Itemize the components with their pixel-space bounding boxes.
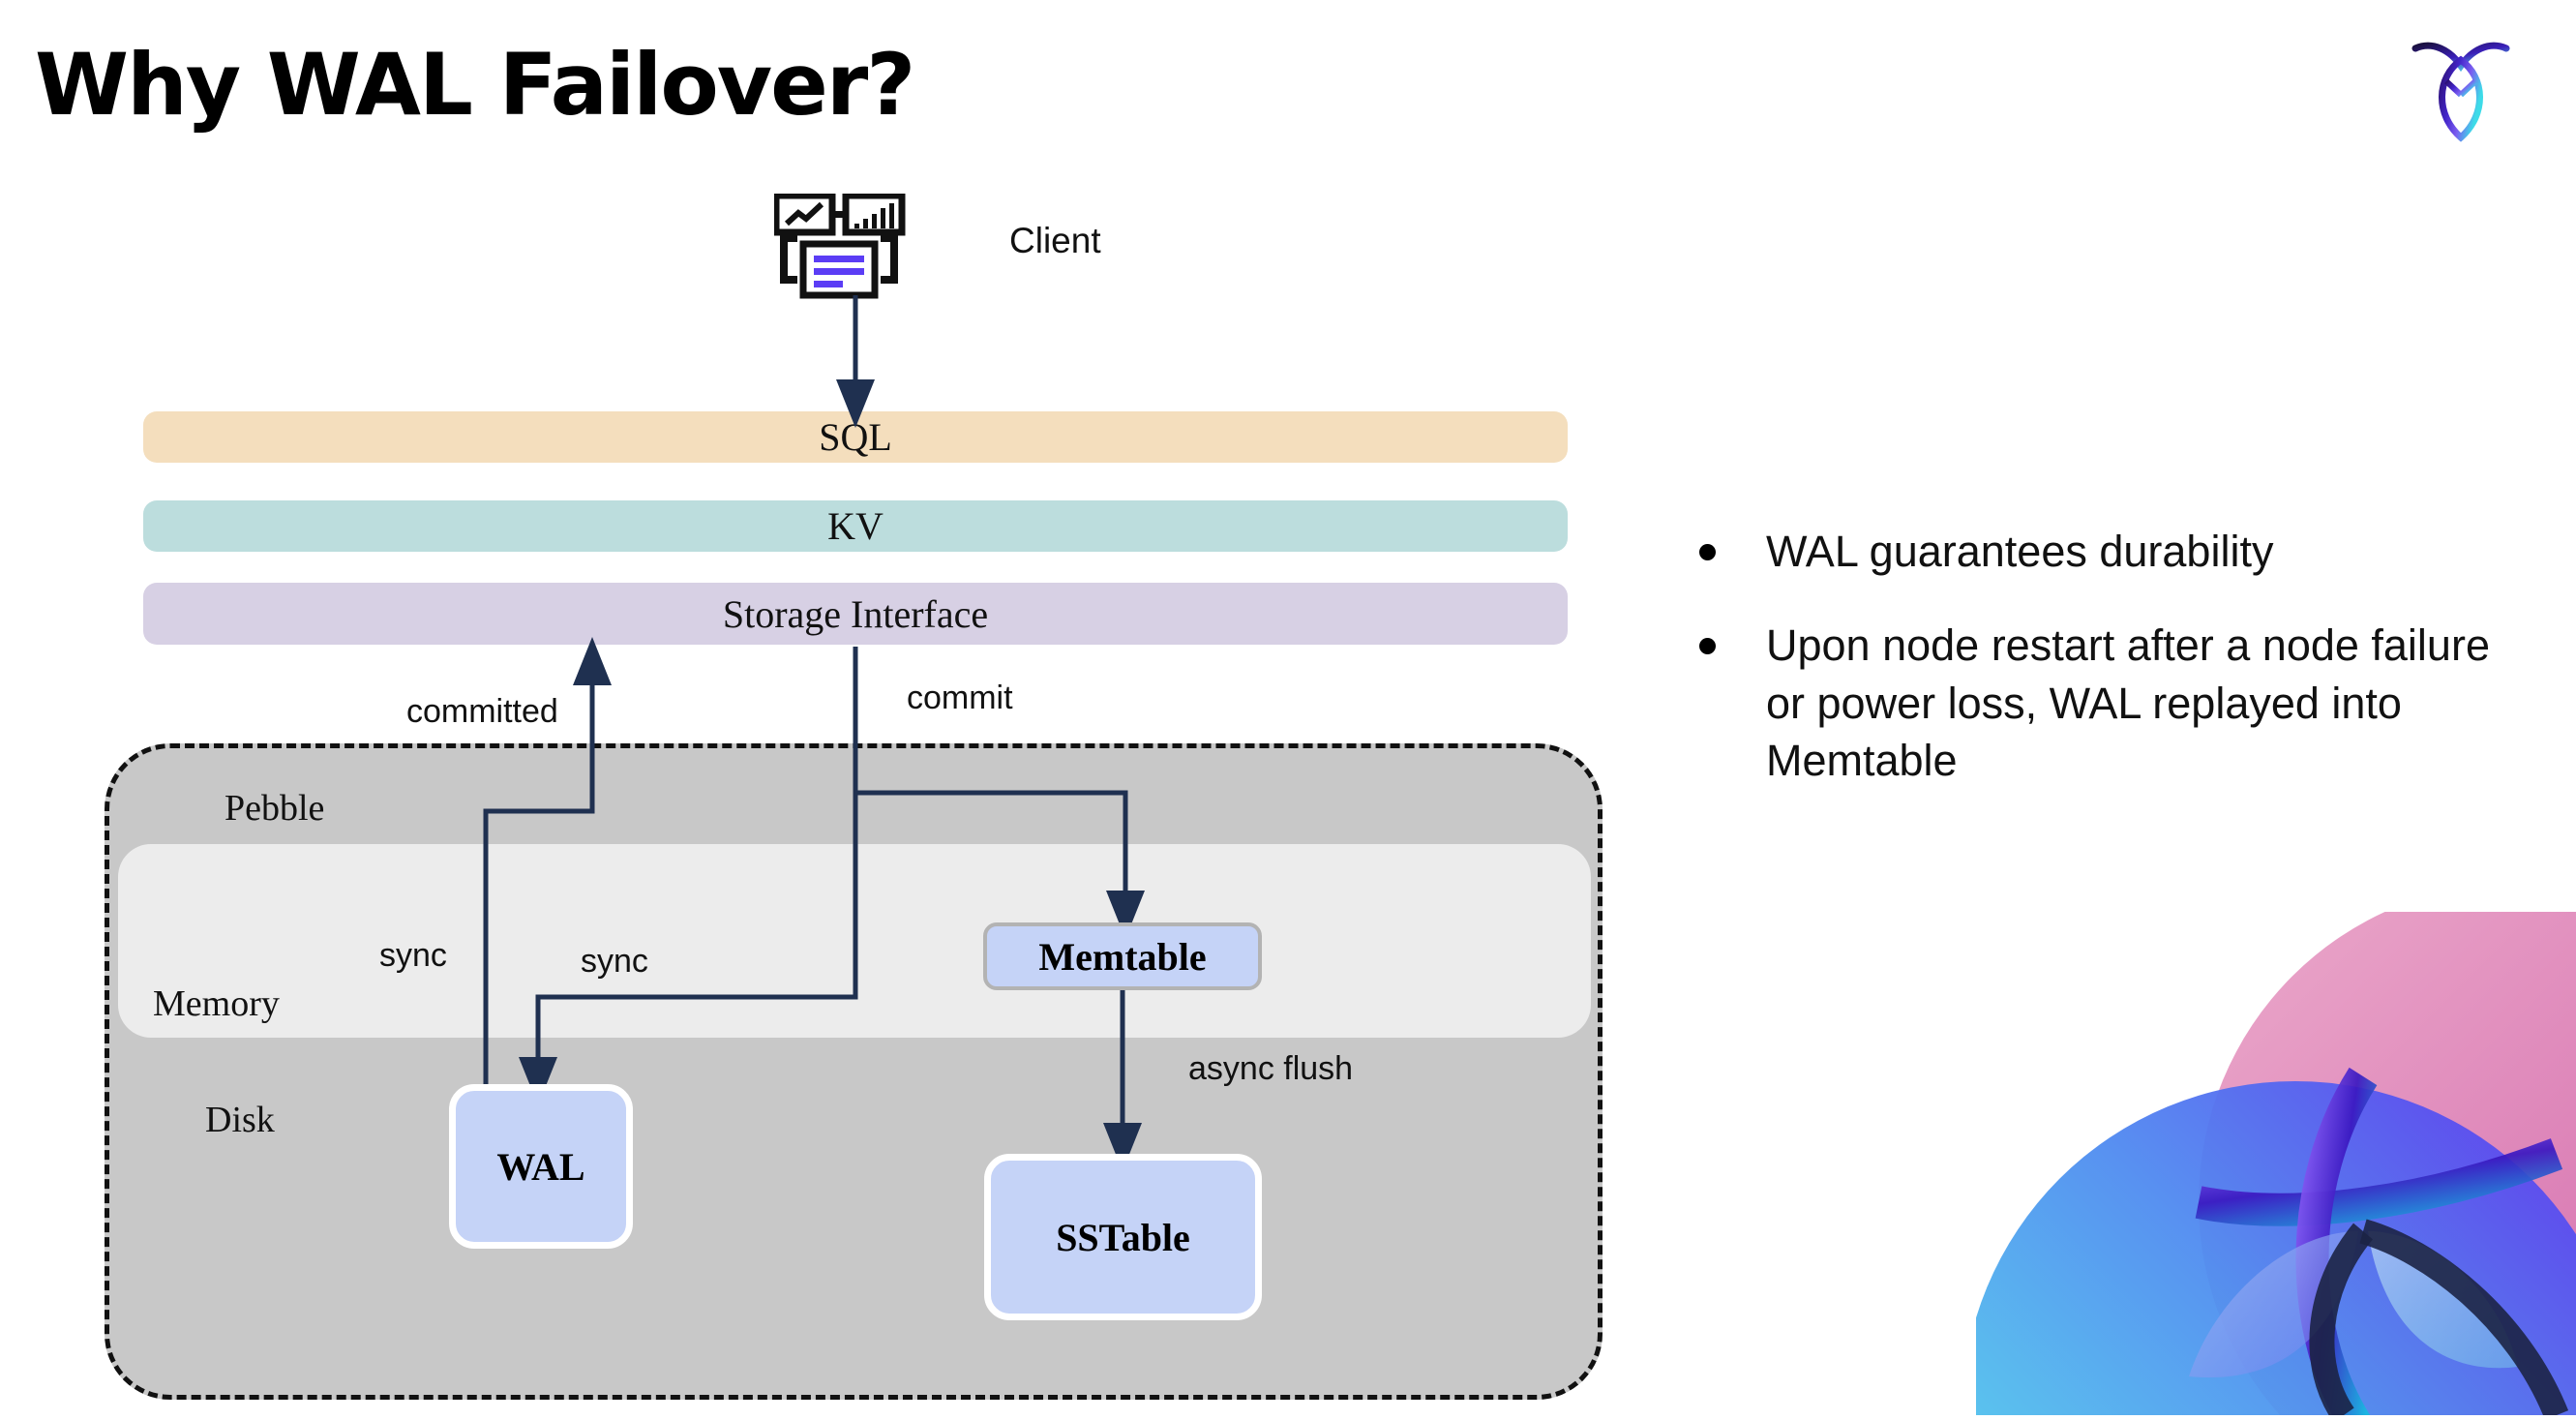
- list-item: WAL guarantees durability: [1699, 523, 2522, 580]
- memory-label: Memory: [153, 983, 280, 1024]
- layer-bar-sql-label: SQL: [819, 415, 892, 459]
- node-memtable: Memtable: [983, 922, 1262, 990]
- node-sstable: SSTable: [984, 1154, 1262, 1320]
- bullet-text: Upon node restart after a node failure o…: [1766, 620, 2490, 786]
- edge-label-sync-left: sync: [379, 937, 447, 974]
- edge-label-sync-right: sync: [581, 943, 648, 980]
- layer-bar-storage-interface: Storage Interface: [143, 583, 1568, 645]
- node-wal-label: WAL: [496, 1144, 585, 1189]
- decorative-logo-artwork: [1976, 912, 2576, 1415]
- bullet-text: WAL guarantees durability: [1766, 527, 2274, 576]
- edge-label-committed: committed: [406, 693, 558, 730]
- pebble-label: Pebble: [225, 788, 325, 829]
- layer-bar-kv-label: KV: [827, 504, 884, 548]
- node-sstable-label: SSTable: [1056, 1215, 1190, 1259]
- layer-bar-sql: SQL: [143, 411, 1568, 463]
- memory-band: [118, 844, 1591, 1038]
- node-memtable-label: Memtable: [1038, 934, 1207, 979]
- client-label: Client: [1009, 221, 1101, 260]
- bullet-dot-icon: [1699, 638, 1716, 655]
- edge-label-async-flush: async flush: [1188, 1050, 1354, 1087]
- node-wal: WAL: [449, 1084, 633, 1249]
- cockroachdb-logo-icon: [2408, 31, 2514, 142]
- layer-bar-storage-label: Storage Interface: [722, 591, 989, 636]
- page-title: Why WAL Failover?: [35, 35, 915, 135]
- bullet-dot-icon: [1699, 544, 1716, 560]
- client-dashboard-icon: [772, 192, 929, 319]
- list-item: Upon node restart after a node failure o…: [1699, 617, 2522, 789]
- disk-label: Disk: [205, 1100, 275, 1140]
- bullet-list: WAL guarantees durability Upon node rest…: [1699, 523, 2522, 827]
- layer-bar-kv: KV: [143, 500, 1568, 552]
- edge-label-commit: commit: [907, 680, 1013, 716]
- pebble-container: [105, 743, 1603, 1400]
